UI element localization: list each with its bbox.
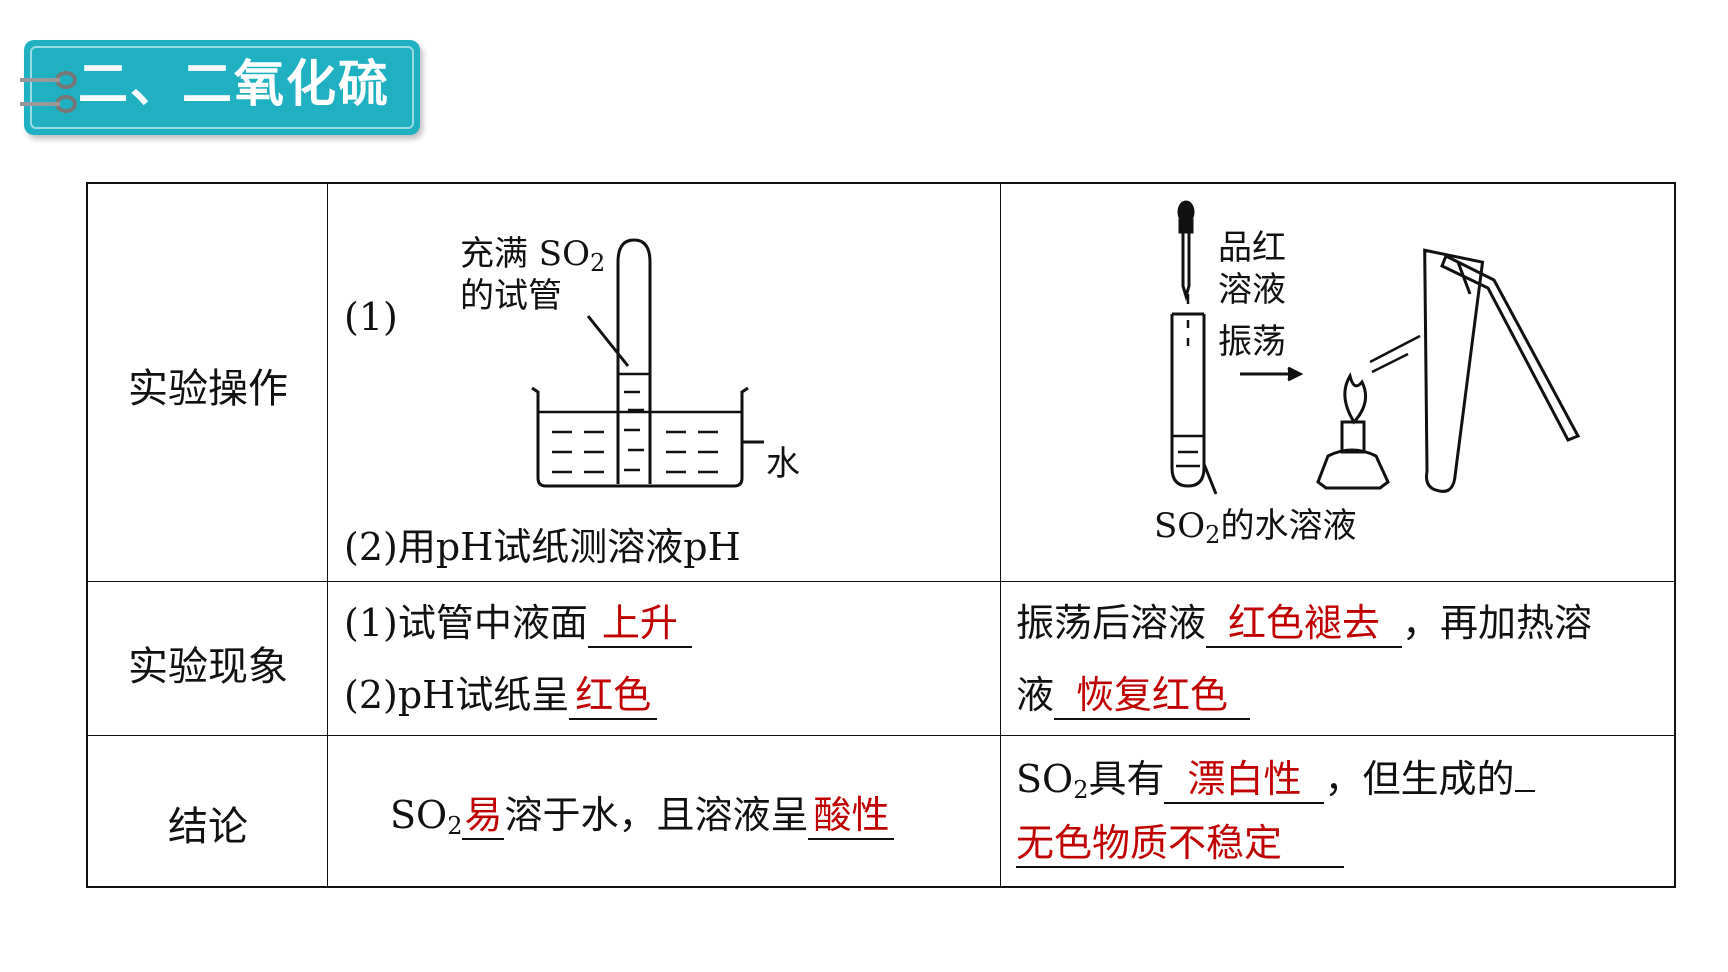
answer-liquid-rise: 上升 xyxy=(587,600,692,648)
row-divider-1 xyxy=(88,581,1674,582)
col-divider-1 xyxy=(327,184,328,886)
conclusion-right-line2: 无色物质不稳定 xyxy=(1016,820,1344,868)
answer-color-restored: 恢复红色 xyxy=(1054,672,1251,720)
shake-label: 振荡 xyxy=(1218,322,1286,362)
conclusion-left: SO2易溶于水，且溶液呈酸性 xyxy=(390,792,895,840)
reagent-label-line1: 品红 xyxy=(1218,228,1286,268)
row-header-phenomenon: 实验现象 xyxy=(128,644,288,690)
banner-inner-border xyxy=(30,46,414,129)
solution-label: SO2的水溶液 xyxy=(1154,506,1357,549)
answer-unstable-colorless: 无色物质不稳定 xyxy=(1016,820,1344,868)
conclusion-right-line1: SO2具有漂白性，但生成的 xyxy=(1016,756,1535,804)
tube-label-line1: 充满 SO2 xyxy=(460,234,606,277)
col-divider-2 xyxy=(1000,184,1001,886)
phenomenon-line1: (1)试管中液面上升 xyxy=(344,600,692,648)
answer-bleaching: 漂白性 xyxy=(1164,756,1325,804)
answer-easily: 易 xyxy=(462,792,505,840)
answer-color-fades: 红色褪去 xyxy=(1206,600,1403,648)
row-header-operation: 实验操作 xyxy=(128,366,288,412)
operation-step2: (2)用pH试纸测溶液pH xyxy=(344,525,741,569)
inverted-tube-in-water-diagram xyxy=(531,238,764,488)
tube-label-line2: 的试管 xyxy=(460,276,562,316)
row-divider-2 xyxy=(88,735,1674,736)
section-title: 二、二氧化硫 xyxy=(78,55,390,113)
operation-step1: (1) xyxy=(344,295,398,339)
phenomenon-right-line2: 液恢复红色 xyxy=(1016,672,1251,720)
reagent-label-line2: 溶液 xyxy=(1218,270,1286,310)
section-title-banner: 二、二氧化硫 xyxy=(20,40,420,135)
water-label: 水 xyxy=(766,444,800,484)
blank-continuation xyxy=(1514,790,1535,792)
phenomenon-right-line1: 振荡后溶液红色褪去，再加热溶 xyxy=(1016,600,1592,648)
phenomenon-line2: (2)pH试纸呈红色 xyxy=(344,672,658,720)
row-header-conclusion: 结论 xyxy=(168,804,248,850)
answer-ph-paper-color: 红色 xyxy=(569,672,658,720)
answer-acidic: 酸性 xyxy=(808,792,895,840)
binder-rings-icon xyxy=(20,71,77,113)
bleaching-heating-diagram xyxy=(1170,200,1581,495)
experiment-table: 实验操作 实验现象 结论 (1) 充满 SO2 的试管 水 xyxy=(86,182,1676,888)
